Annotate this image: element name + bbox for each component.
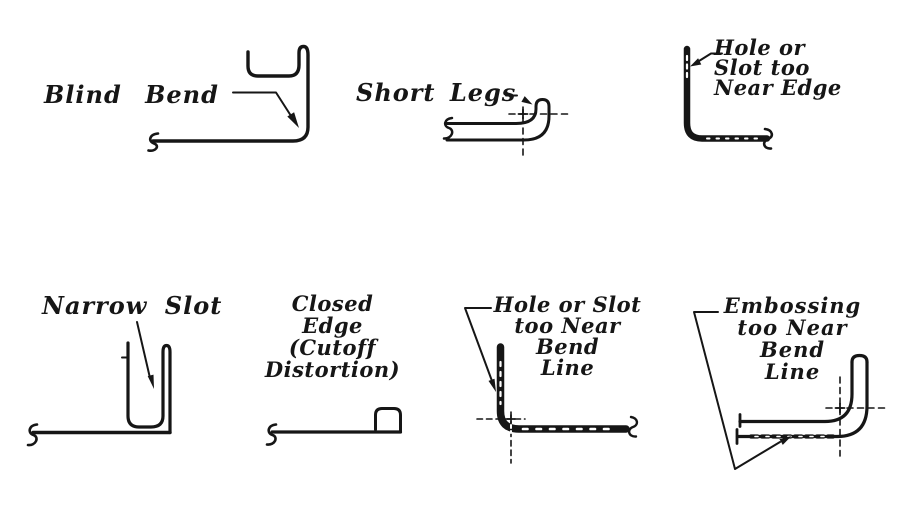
centerline-cross-tick (506, 414, 516, 424)
part-outline (683, 45, 771, 142)
leader-line (464, 307, 493, 382)
arrowhead (287, 112, 299, 128)
part-outline (445, 98, 551, 142)
hole-slot-near-bend-drawing (464, 307, 639, 464)
strip-end-caps (735, 413, 742, 445)
break-mark (628, 415, 639, 438)
strip-top-line (738, 360, 854, 424)
arrowhead (690, 58, 702, 67)
break-mark (265, 423, 278, 446)
leg-top-cap (850, 353, 869, 364)
hole-slot-near-edge-drawing (683, 45, 774, 150)
part-outline (496, 343, 630, 433)
strip-bottom-line (735, 360, 869, 439)
label-short-legs: Short Legs (356, 78, 517, 107)
label-hole-slot-near-bend-line: Hole or Slot too Near Bend Line (493, 292, 642, 380)
part-outline (151, 44, 310, 143)
narrow-slot-drawing (26, 321, 172, 447)
leader-line (693, 311, 781, 470)
arrowhead (521, 96, 533, 105)
label-closed-edge: Closed Edge (Cutoff Distortion) (264, 291, 401, 382)
arrowhead (147, 374, 154, 389)
label-narrow-slot: Narrow Slot (42, 291, 223, 320)
label-embossing-near-bend-line: Embossing too Near Bend Line (723, 293, 862, 384)
break-mark (26, 423, 39, 447)
centerline-cross-tick (517, 108, 529, 120)
break-mark (147, 132, 160, 153)
arrowhead (488, 378, 496, 392)
short-legs-drawing (442, 94, 572, 159)
leader-line (232, 91, 294, 120)
arrowhead (779, 436, 792, 445)
part-outline (126, 341, 172, 435)
closed-edge-outline (374, 407, 402, 434)
break-mark (442, 116, 454, 140)
leader-line (698, 52, 723, 62)
label-hole-slot-near-edge: Hole or Slot too Near Edge (714, 35, 842, 100)
centerline-cross-tick (834, 402, 846, 414)
leader-line (136, 321, 151, 379)
label-blind-bend: Blind Bend (44, 80, 219, 109)
blind-bend-drawing (147, 44, 310, 153)
closed-edge-drawing (265, 407, 403, 446)
embossing-near-bend-drawing (693, 311, 886, 470)
break-mark (762, 127, 774, 150)
